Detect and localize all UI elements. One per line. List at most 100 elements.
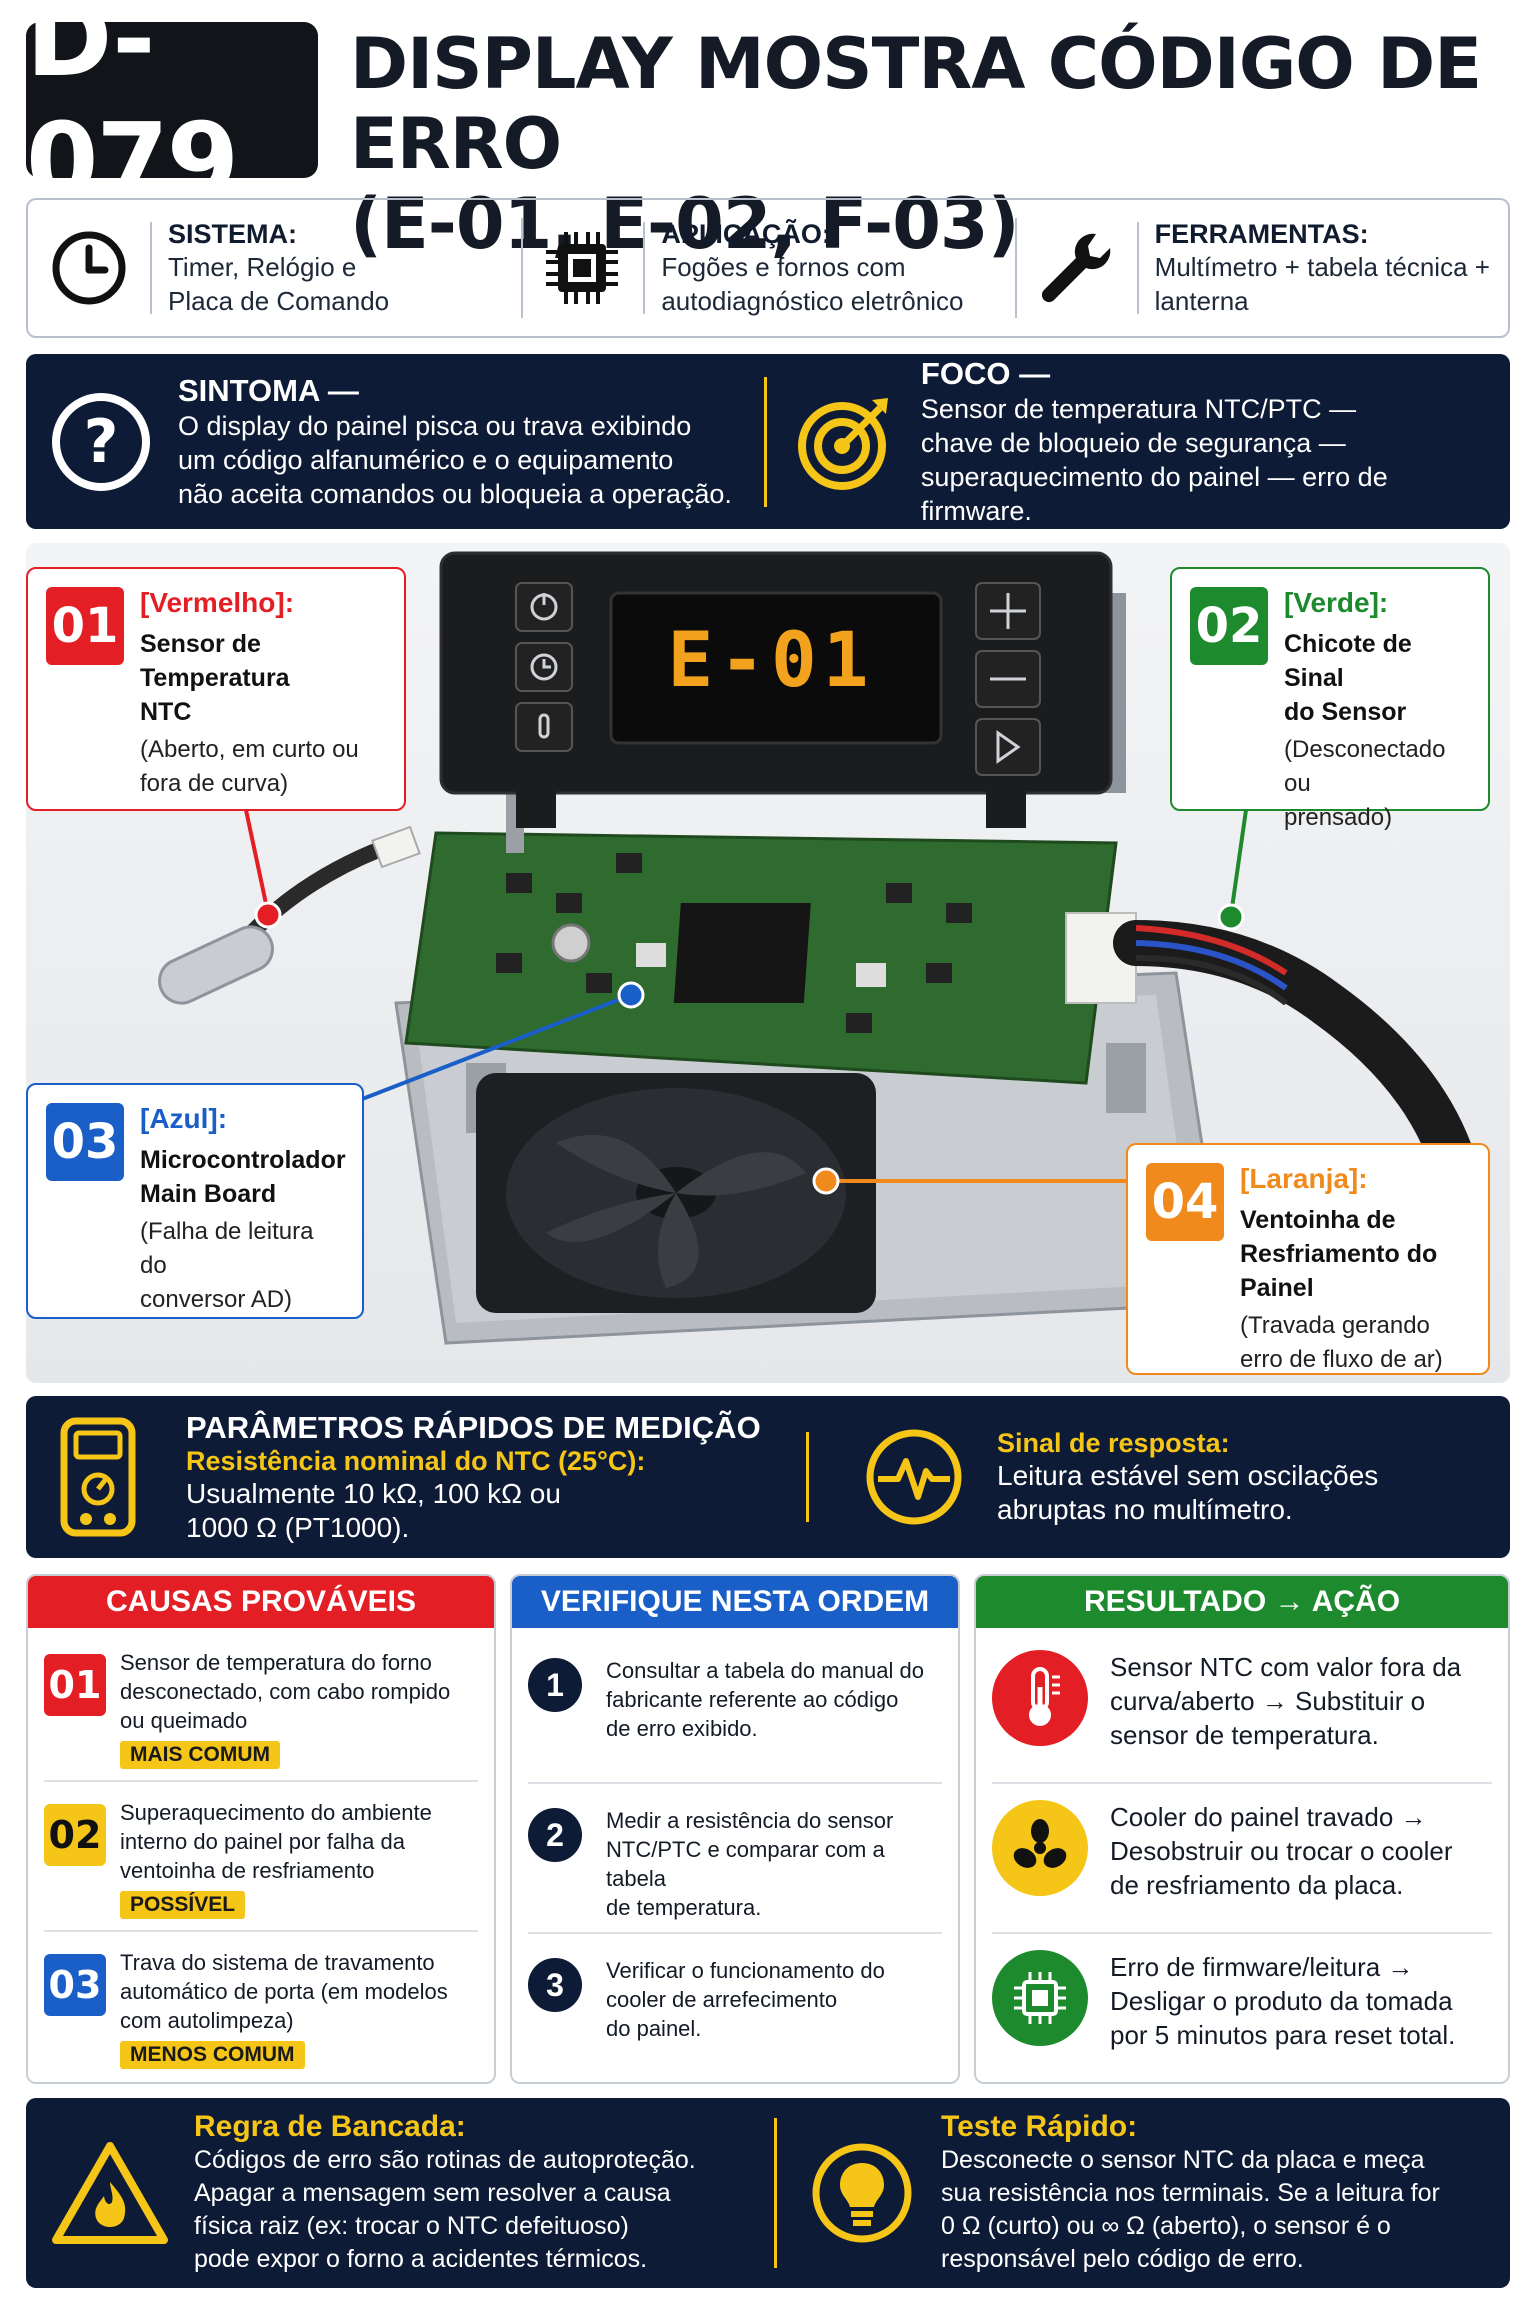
check-line: do painel. [606,2016,702,2041]
symptom-line: O display do painel pisca ou trava exibi… [178,410,692,441]
cause-line: automático de porta (em modelos [120,1979,448,2004]
display-module-illustration [439,551,1126,828]
info-separator [1136,222,1139,314]
symptom-block: SINTOMA — O display do painel pisca ou t… [178,373,742,511]
parameters-line: Usualmente 10 kΩ, 100 kΩ ou [186,1477,561,1509]
chip-icon [992,1950,1088,2046]
parameters-subtitle: Resistência nominal do NTC (25°C): [186,1445,646,1476]
quick-test-line: responsável pelo código de erro. [941,2245,1304,2273]
result-line: sensor de temperatura. [1110,1720,1379,1750]
focus-block: FOCO — Sensor de temperatura NTC/PTC — c… [921,356,1490,528]
info-value: lanterna [1154,285,1249,316]
symptom-title: SINTOMA — [178,372,359,408]
fire-warning-icon [50,2133,170,2253]
result-line: curva/aberto → Substituir o [1110,1686,1426,1716]
parameters-block: PARÂMETROS RÁPIDOS DE MEDIÇÃO Resistênci… [186,1410,766,1545]
cause-number: 03 [44,1954,106,2016]
callout-tag: [Laranja]: [1240,1163,1368,1194]
check-line: de erro exibido. [606,1716,758,1741]
quick-test-title: Teste Rápido: [941,2110,1138,2143]
signal-wave-icon [859,1422,969,1532]
info-label: SISTEMA: [168,218,298,249]
display-error-code: E-01 [667,615,875,704]
cause-number: 02 [44,1804,106,1866]
result-item: Cooler do painel travado → Desobstruir o… [976,1782,1508,1946]
document-code: D-079 [26,0,318,222]
causes-heading: CAUSAS PROVÁVEIS [28,1576,494,1628]
info-value: Timer, Relógio e [168,251,357,282]
frequency-badge: POSSÍVEL [120,1891,246,1919]
frequency-badge: MENOS COMUM [120,2041,305,2069]
step-number: 3 [528,1958,582,2012]
check-line: Medir a resistência do sensor [606,1808,894,1833]
board-illustration [158,551,1489,1345]
rule-line: física raiz (ex: trocar o NTC defeituoso… [194,2212,629,2240]
cause-line: Superaquecimento do ambiente [120,1800,432,1825]
cause-line: Sensor de temperatura do forno [120,1650,432,1675]
cause-item: 01 Sensor de temperatura do forno descon… [28,1648,494,1794]
info-value: Placa de Comando [168,285,390,316]
check-line: Verificar o funcionamento do [606,1958,885,1983]
rule-line: pode expor o forno a acidentes térmicos. [194,2245,648,2273]
title-line-1: DISPLAY MOSTRA CÓDIGO DE ERRO [350,23,1482,185]
result-item: Sensor NTC com valor fora da curva/abert… [976,1650,1508,1796]
svg-text:?: ? [84,407,119,477]
wrench-icon [1033,225,1119,311]
band-divider [763,376,767,507]
check-step: 2 Medir a resistência do sensor NTC/PTC … [512,1782,958,1946]
signal-title: Sinal de resposta: [997,1427,1230,1458]
check-line: Consultar a tabela do manual do [606,1658,924,1683]
info-application: APLICAÇÃO: Fogões e fornos com autodiagn… [521,200,1014,336]
callout-tag: [Verde]: [1284,587,1389,618]
cause-line: interno do painel por falha da [120,1829,405,1854]
symptom-line: um código alfanumérico e o equipamento [178,444,674,475]
symptom-line: não aceita comandos ou bloqueia a operaç… [178,478,732,509]
result-line: Erro de firmware/leitura → [1110,1952,1414,1982]
info-value: Multímetro + tabela técnica + [1154,251,1490,282]
rule-line: Apagar a mensagem sem resolver a causa [194,2179,671,2207]
info-tools: FERRAMENTAS: Multímetro + tabela técnica… [1014,200,1508,336]
signal-line: abruptas no multímetro. [997,1493,1293,1525]
result-line: por 5 minutos para reset total. [1110,2020,1456,2050]
title-line-2: (E-01, E-02, F-03) [350,183,1020,265]
symptom-band: ? SINTOMA — O display do painel pisca ou… [26,354,1510,529]
quick-test-line: sua resistência nos terminais. Se a leit… [941,2179,1440,2207]
check-step: 1 Consultar a tabela do manual do fabric… [512,1650,958,1796]
info-label: APLICAÇÃO: [661,218,831,249]
bottom-band: Regra de Bancada: Códigos de erro são ro… [26,2098,1510,2288]
frequency-badge: MAIS COMUM [120,1741,280,1769]
checks-column: VERIFIQUE NESTA ORDEM 1 Consultar a tabe… [510,1574,960,2084]
checks-heading: VERIFIQUE NESTA ORDEM [512,1576,958,1628]
callout-number: 03 [46,1103,124,1181]
multimeter-icon [50,1417,146,1537]
results-heading: RESULTADO → AÇÃO [976,1576,1508,1628]
cause-item: 02 Superaquecimento do ambiente interno … [28,1780,494,1944]
band-divider [806,1432,809,1522]
causes-column: CAUSAS PROVÁVEIS 01 Sensor de temperatur… [26,1574,496,2084]
cause-line: ventoinha de resfriamento [120,1858,375,1883]
result-line: Desobstruir ou trocar o cooler [1110,1836,1453,1866]
info-strip: SISTEMA: Timer, Relógio e Placa de Coman… [26,198,1510,338]
step-number: 2 [528,1808,582,1862]
component-illustration: E-01 01 [Vermelho]: Sensor de Temperatur… [26,543,1510,1383]
results-column: RESULTADO → AÇÃO Sensor NTC com valor fo… [974,1574,1510,2084]
result-item: Erro de firmware/leitura → Desligar o pr… [976,1932,1508,2082]
chip-icon [539,225,625,311]
info-separator [150,222,152,314]
callout-number: 02 [1190,587,1268,665]
parameters-band: PARÂMETROS RÁPIDOS DE MEDIÇÃO Resistênci… [26,1396,1510,1558]
question-icon: ? [46,387,156,497]
target-icon [789,387,899,497]
pcb-illustration [404,831,1137,1085]
cause-line: ou queimado [120,1708,248,1733]
result-line: de resfriamento da placa. [1110,1870,1404,1900]
fan-illustration [476,1073,876,1313]
page-title: DISPLAY MOSTRA CÓDIGO DE ERRO (E-01, E-0… [350,24,1520,264]
